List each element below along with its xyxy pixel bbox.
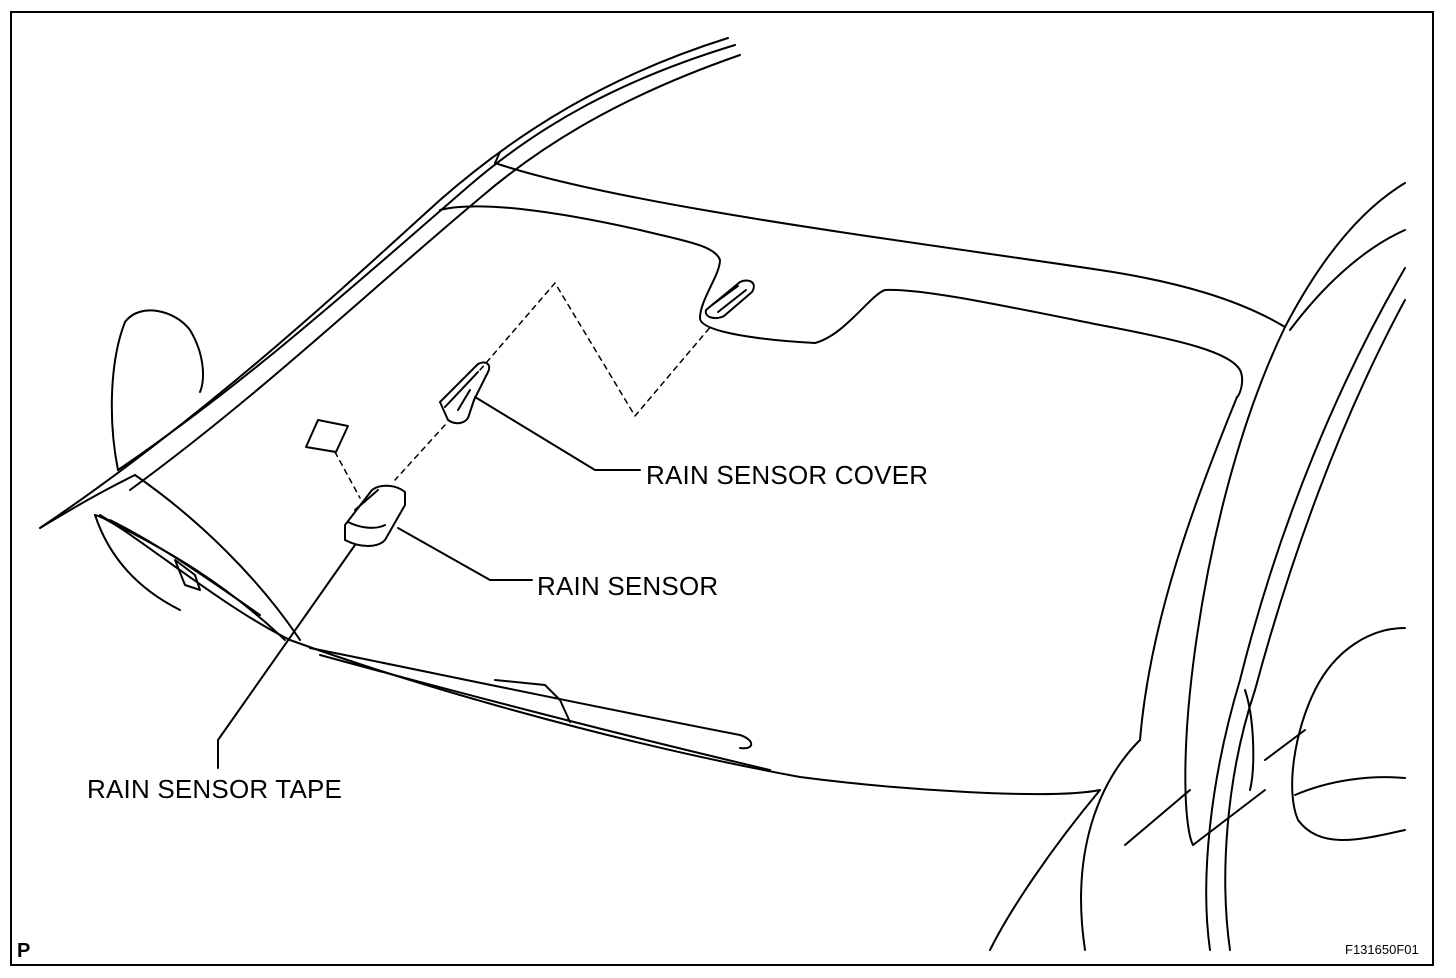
sensor-mount-bracket	[704, 279, 755, 319]
right-a-pillar	[1139, 182, 1406, 951]
hood-lines	[989, 739, 1266, 951]
windshield-outline	[39, 474, 1101, 796]
leader-lines	[217, 396, 641, 769]
frit-band-outline	[439, 205, 1244, 398]
rain-sensor-cover-label: RAIN SENSOR COVER	[646, 460, 929, 490]
figure-id: F131650F01	[1345, 942, 1419, 957]
rain-sensor-tape-label: RAIN SENSOR TAPE	[87, 774, 343, 804]
rain-sensor-part	[344, 484, 406, 547]
left-a-pillar	[39, 37, 741, 529]
wiper-right	[309, 647, 771, 771]
corner-mark: P	[17, 940, 31, 962]
wiper-left	[99, 514, 286, 641]
rain-sensor-cover-part	[439, 361, 491, 425]
rain-sensor-tape-part	[305, 419, 349, 453]
right-mirror	[1244, 627, 1406, 841]
rain-sensor-label: RAIN SENSOR	[537, 571, 719, 601]
windshield-top-edge	[494, 151, 1286, 328]
assembly-dashed-lines	[334, 282, 713, 499]
left-mirror	[110, 309, 204, 471]
diagram-frame	[10, 11, 1434, 966]
